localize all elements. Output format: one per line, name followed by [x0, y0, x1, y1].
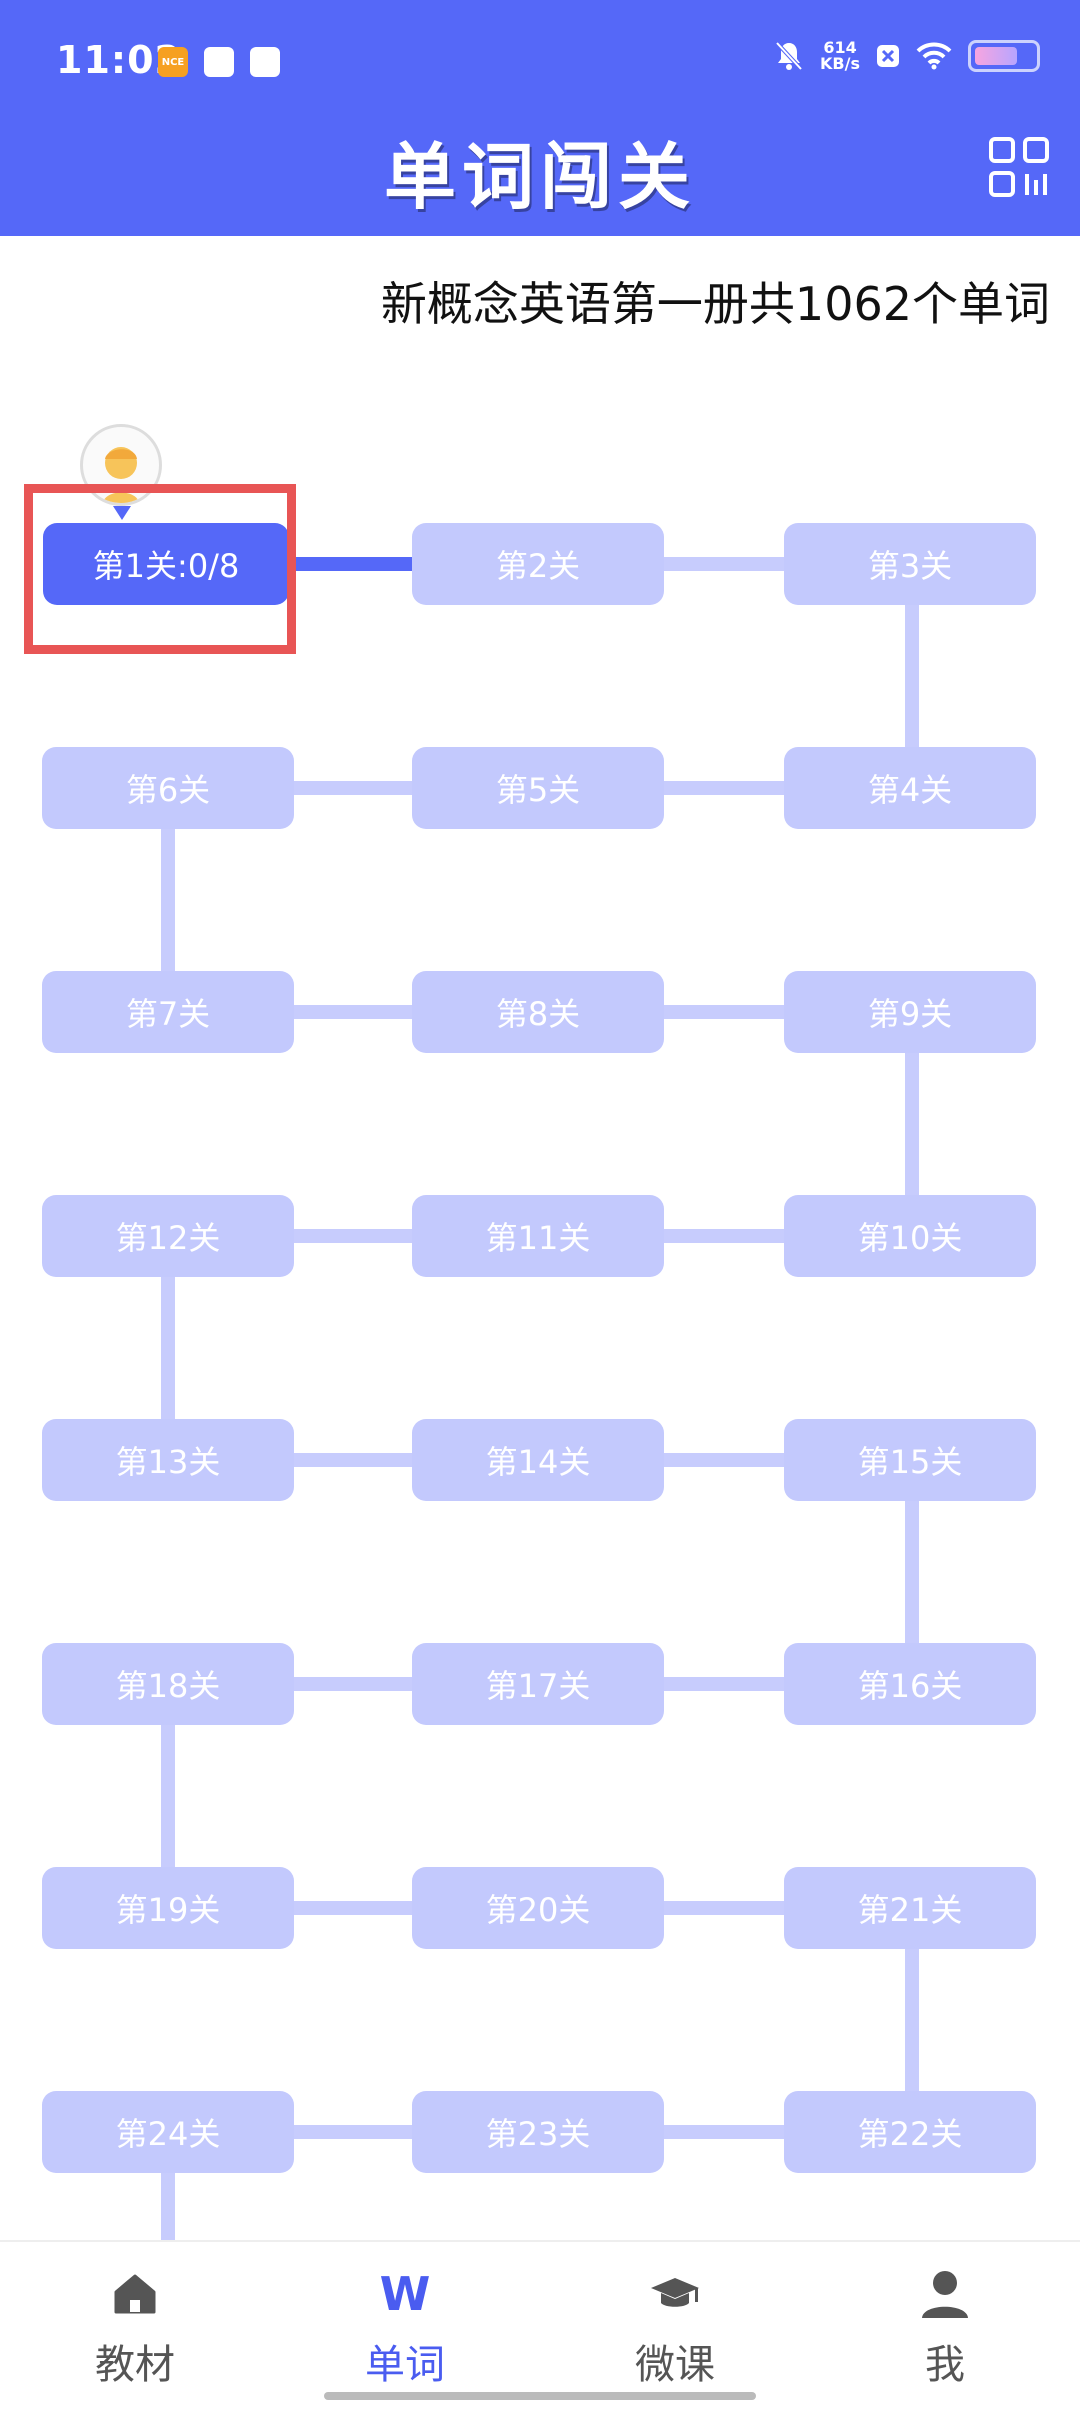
level-18-button[interactable]: 第18关	[42, 1643, 294, 1725]
person-icon	[922, 2271, 968, 2318]
level-6-button[interactable]: 第6关	[42, 747, 294, 829]
level-11-button[interactable]: 第11关	[412, 1195, 664, 1277]
path-connector	[292, 1901, 412, 1915]
network-speed: 614 KB/s	[820, 38, 860, 73]
path-connector	[161, 1725, 175, 1869]
nce-app-icon: NCE	[158, 47, 188, 77]
level-17-button[interactable]: 第17关	[412, 1643, 664, 1725]
nav-label: 单词	[365, 2342, 445, 2388]
level-4-button[interactable]: 第4关	[784, 747, 1036, 829]
level-15-button[interactable]: 第15关	[784, 1419, 1036, 1501]
level-5-button[interactable]: 第5关	[412, 747, 664, 829]
path-connector	[664, 557, 786, 571]
path-connector	[664, 781, 786, 795]
word-count-summary: 新概念英语第一册共1062个单词	[380, 277, 1050, 331]
path-connector	[292, 1005, 412, 1019]
home-indicator[interactable]	[324, 2392, 756, 2400]
status-notification-icons: NCE	[158, 47, 280, 77]
level-21-button[interactable]: 第21关	[784, 1867, 1036, 1949]
nav-me[interactable]: 我	[810, 2242, 1080, 2410]
current-level-highlight	[24, 484, 296, 654]
mail-notification-icon	[250, 47, 280, 77]
close-box-icon	[877, 45, 899, 67]
path-connector	[292, 557, 412, 571]
path-connector	[292, 1677, 412, 1691]
level-16-button[interactable]: 第16关	[784, 1643, 1036, 1725]
path-connector	[161, 1277, 175, 1421]
status-right-area: 614 KB/s	[774, 40, 1040, 72]
nav-words[interactable]: W 单词	[270, 2242, 540, 2410]
level-7-button[interactable]: 第7关	[42, 971, 294, 1053]
svg-text:W: W	[380, 2272, 431, 2316]
path-connector	[664, 1677, 786, 1691]
path-connector	[161, 829, 175, 973]
level-10-button[interactable]: 第10关	[784, 1195, 1036, 1277]
home-icon	[114, 2274, 156, 2314]
path-connector	[292, 2125, 412, 2139]
level-22-button[interactable]: 第22关	[784, 2091, 1036, 2173]
avatar-face-icon	[103, 447, 139, 503]
level-3-button[interactable]: 第3关	[784, 523, 1036, 605]
path-connector	[292, 1229, 412, 1243]
page-title: 单词闯关	[383, 135, 696, 219]
word-w-icon: W	[380, 2272, 431, 2316]
level-24-button[interactable]: 第24关	[42, 2091, 294, 2173]
path-connector	[292, 1453, 412, 1467]
level-20-button[interactable]: 第20关	[412, 1867, 664, 1949]
path-connector	[905, 605, 919, 749]
path-connector	[905, 1053, 919, 1197]
level-1-button[interactable]: 第1关:0/8	[43, 523, 289, 605]
nav-label: 我	[925, 2342, 965, 2388]
path-connector	[905, 1501, 919, 1645]
level-9-button[interactable]: 第9关	[784, 971, 1036, 1053]
level-23-button[interactable]: 第23关	[412, 2091, 664, 2173]
app-notification-icon	[204, 47, 234, 77]
level-19-button[interactable]: 第19关	[42, 1867, 294, 1949]
avatar-pointer	[113, 506, 131, 520]
nav-label: 教材	[95, 2342, 175, 2388]
mute-bell-icon	[775, 41, 803, 71]
path-connector	[664, 1453, 786, 1467]
level-13-button[interactable]: 第13关	[42, 1419, 294, 1501]
path-connector	[161, 2173, 175, 2240]
path-connector	[664, 1005, 786, 1019]
battery-icon	[968, 40, 1040, 72]
path-connector	[664, 1901, 786, 1915]
bottom-navigation: 教材 W 单词 微课 我	[0, 2240, 1080, 2410]
level-14-button[interactable]: 第14关	[412, 1419, 664, 1501]
path-connector	[664, 2125, 786, 2139]
level-2-button[interactable]: 第2关	[412, 523, 664, 605]
qr-scan-icon[interactable]	[988, 136, 1050, 198]
path-connector	[292, 781, 412, 795]
level-8-button[interactable]: 第8关	[412, 971, 664, 1053]
nav-textbook[interactable]: 教材	[0, 2242, 270, 2410]
nav-microclass[interactable]: 微课	[540, 2242, 810, 2410]
nav-label: 微课	[635, 2342, 715, 2388]
path-connector	[905, 1949, 919, 2093]
app-header: 11:02 NCE 614 KB/s 单词闯关	[0, 0, 1080, 236]
path-connector	[664, 1229, 786, 1243]
graduation-cap-icon	[651, 2278, 699, 2307]
level-12-button[interactable]: 第12关	[42, 1195, 294, 1277]
wifi-icon	[916, 42, 952, 70]
